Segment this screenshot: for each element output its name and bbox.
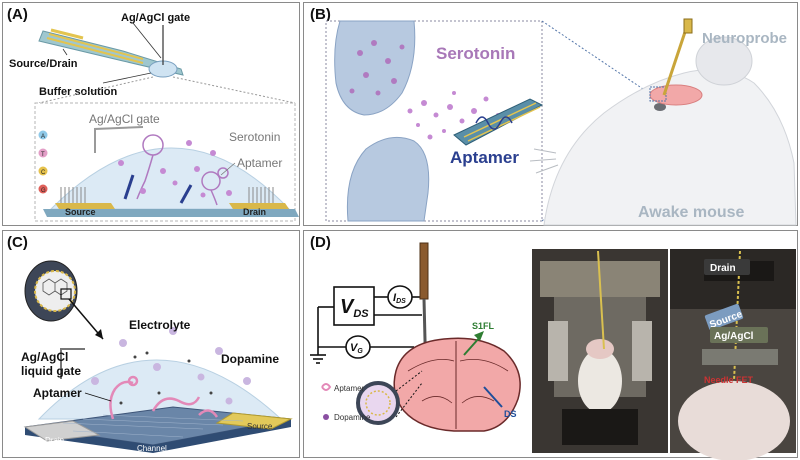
c-electrolyte-label: Electrolyte [129, 318, 191, 332]
postsynaptic-terminal [346, 136, 430, 222]
label-source-drain: Source/Drain [9, 58, 78, 70]
panel-c: (C) [2, 230, 300, 458]
c-aptamer-label: Aptamer [33, 386, 82, 400]
mouse-body [543, 69, 797, 226]
inset-aptamer: Aptamer [237, 156, 282, 170]
vds-label: VDS [340, 296, 369, 320]
b-mouse-label: Awake mouse [638, 204, 745, 221]
drain-pad [23, 420, 101, 442]
panel-b: (B) Serotonin Aptamer [303, 2, 798, 226]
source-pad [215, 412, 293, 430]
base-legend: A T C G [38, 130, 48, 194]
panel-d: (D) VDS IDS VG [303, 230, 798, 460]
inset-serotonin: Serotonin [229, 130, 280, 144]
mouse-ear [695, 36, 753, 86]
circuit [310, 285, 428, 364]
photo-needle-label: Needle FET [704, 375, 754, 385]
base-t: T [41, 152, 45, 158]
source-label: Source [65, 207, 96, 217]
panel-a-figure: Ag/AgCl gate Source/Drain Buffer solutio… [9, 12, 299, 222]
photo-agagcl-label: Ag/AgCl [714, 331, 754, 342]
panel-c-label: (C) [7, 234, 28, 251]
s1fl-label: S1FL [472, 321, 495, 331]
c-source-label: Source [247, 422, 273, 431]
panel-b-label: (B) [310, 6, 331, 23]
label-gate: Ag/AgCl gate [121, 12, 190, 24]
b-neuroprobe-label: Neuroprobe [702, 30, 787, 47]
vg-label: VG [350, 342, 363, 355]
drain-label: Drain [243, 207, 266, 217]
base-g: G [41, 188, 46, 194]
c-drain-label: Drain [45, 436, 64, 445]
electrolyte-dome [37, 359, 283, 420]
neuroprobe [662, 22, 690, 96]
d-dopamine-legend: Dopamine [334, 413, 371, 422]
presynaptic-terminal [334, 20, 416, 116]
label-buffer: Buffer solution [39, 86, 117, 98]
b-serotonin-label: Serotonin [436, 44, 515, 63]
ds-label: DS [504, 409, 517, 419]
source-electrode [55, 203, 115, 209]
inset-gate: Ag/AgCl gate [89, 112, 160, 126]
d-aptamer-legend: Aptamer [334, 384, 365, 393]
panel-d-figure: VDS IDS VG S1FL DS Aptamer Dopamine [310, 242, 796, 460]
panel-a-label: (A) [7, 6, 28, 23]
drain-electrode [229, 203, 289, 209]
c-channel-label: Channel [137, 444, 167, 453]
panel-b-figure: Serotonin Aptamer Neuroprobe Awake mouse [325, 18, 797, 226]
panel-c-figure: Electrolyte Ag/AgCl liquid gate Dopamine… [21, 260, 293, 453]
base-c: C [41, 170, 46, 176]
c-dopamine-label: Dopamine [221, 352, 279, 366]
panel-a: (A) Ag/AgCl gate Source/Drain Buffer sol… [2, 2, 300, 226]
brain-slice [393, 337, 521, 432]
ids-label: IDS [393, 292, 406, 305]
panel-d-label: (D) [310, 234, 331, 251]
mouse-brain [649, 84, 703, 106]
c-gate-line1: Ag/AgCl [21, 350, 68, 364]
c-gate-line2: liquid gate [21, 364, 81, 378]
photo-drain-label: Drain [710, 263, 736, 274]
fiber-inset [356, 381, 400, 425]
d-probe-handle [419, 242, 429, 300]
base-a: A [41, 134, 45, 140]
probe-strip [38, 30, 184, 76]
b-aptamer-label: Aptamer [450, 148, 519, 167]
